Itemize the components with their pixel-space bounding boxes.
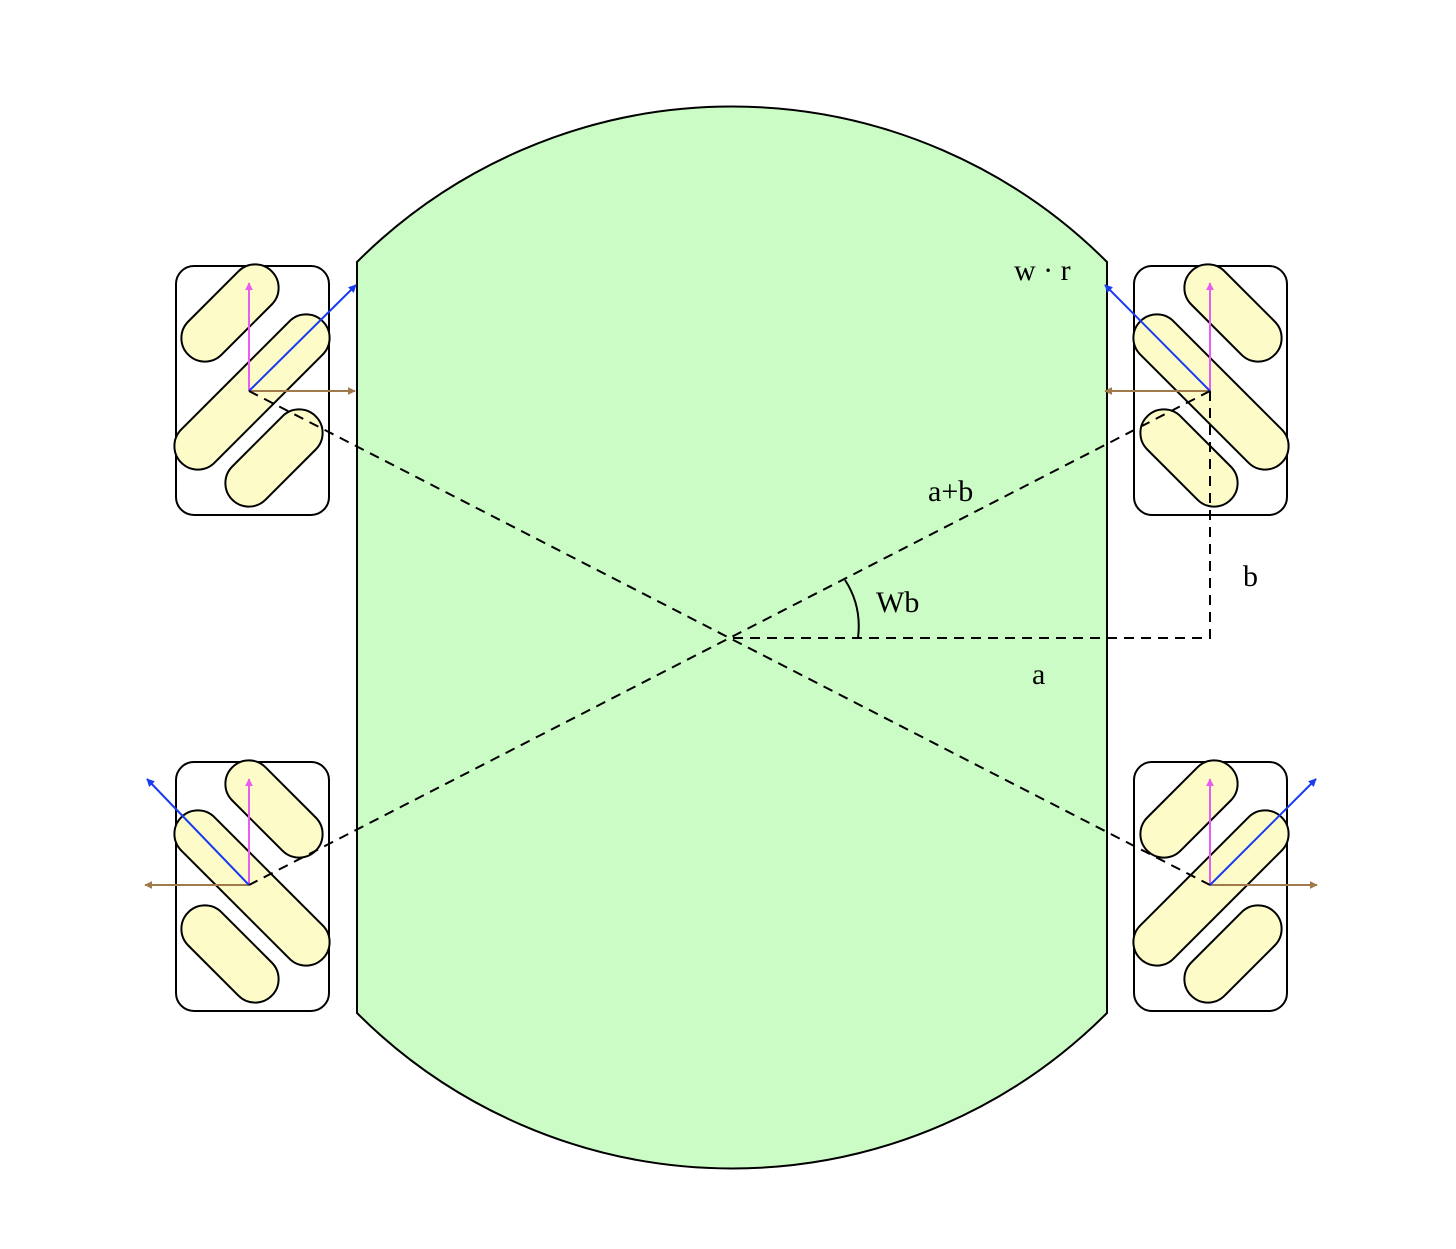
- label-a-plus-b: a+b: [928, 475, 973, 508]
- robot-body: [356, 105, 1108, 1170]
- roller: [1139, 408, 1239, 508]
- wheel-velocity-arrow: [1104, 284, 1211, 392]
- wheel-velocity-arrow: [248, 284, 357, 392]
- roller: [180, 904, 280, 1004]
- roller: [180, 263, 280, 363]
- label-b: b: [1243, 560, 1258, 593]
- label-wb: Wb: [876, 586, 919, 619]
- wheel-velocity-arrow: [1209, 778, 1317, 886]
- roller: [224, 408, 324, 508]
- wheel-front-left: [173, 263, 357, 516]
- roller: [1132, 809, 1290, 967]
- angle-arc-wb: [844, 579, 860, 639]
- label-a: a: [1032, 658, 1045, 691]
- dimension-line-a-b: [733, 391, 1211, 639]
- wheel-front-right: [1104, 263, 1290, 516]
- wheel-velocity-arrow: [146, 778, 250, 886]
- wheel-rear-right: [1132, 759, 1318, 1012]
- wheel-rear-left: [144, 759, 331, 1012]
- label-wr: w · r: [1014, 254, 1071, 287]
- roller: [1183, 904, 1283, 1004]
